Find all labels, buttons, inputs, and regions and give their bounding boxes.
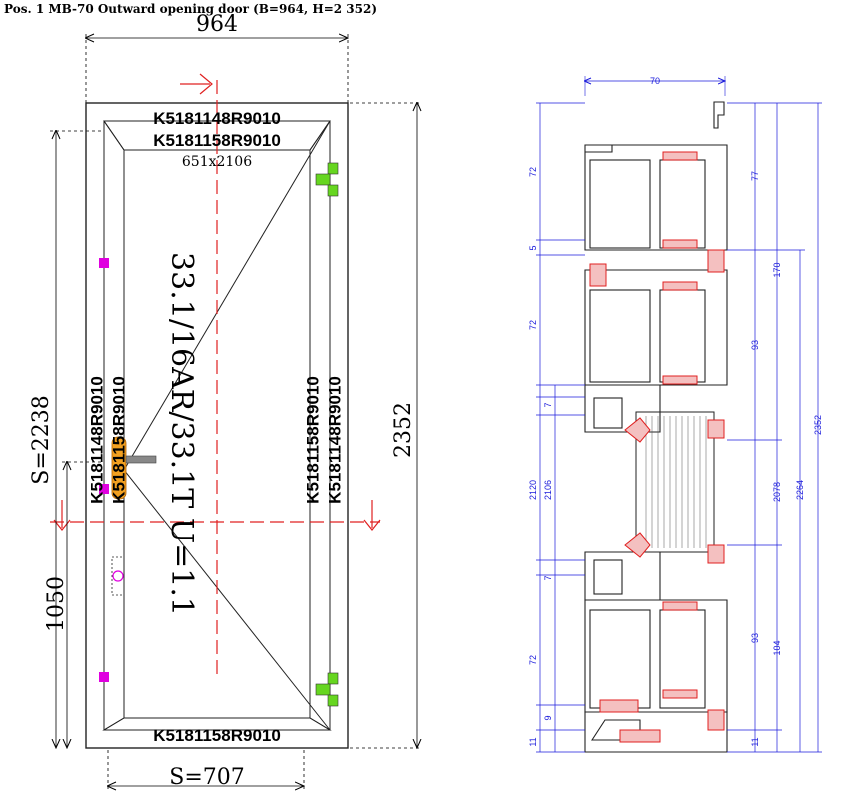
section-dim-right-6: 93	[750, 633, 760, 643]
section-dim-right-2: 93	[750, 340, 760, 350]
section-dim-right-3: 2078	[772, 482, 782, 502]
profile-section: 70	[528, 76, 823, 753]
drawing-title: Pos. 1 MB-70 Outward opening door (B=964…	[4, 2, 377, 16]
section-width-dim-label: 70	[650, 76, 660, 86]
axis-flag-top	[180, 73, 213, 95]
section-dim-right-7: 104	[772, 640, 782, 655]
lock-point-bottom-icon	[99, 672, 109, 682]
sash-width-dim-label: S=707	[169, 765, 245, 790]
lock-point-mid-icon	[99, 484, 109, 494]
lock-point-top-icon	[99, 258, 109, 268]
hinge-top-icon	[315, 162, 339, 197]
sash-bottom-label: K5181158R9010	[153, 726, 281, 745]
section-dim-right-0: 77	[750, 171, 760, 181]
section-dim-left-1: 5	[528, 245, 538, 250]
section-dim-left-0: 72	[528, 167, 538, 177]
section-dim-right-5: 2352	[813, 415, 823, 435]
sash-height-dim-label: S=2238	[29, 395, 54, 485]
frame-right-label: K5181148R9010	[325, 376, 344, 504]
glass-spec-label: 33.1/16AR/33.1T U=1.1	[164, 252, 199, 616]
section-dim-left-7: 72	[528, 655, 538, 665]
door-elevation: 33.1/16AR/33.1T U=1.1 651x2106 K5181148R…	[29, 12, 422, 790]
section-dim-left-3: 7	[543, 402, 553, 407]
handle-icon	[111, 436, 157, 500]
frame-top-label: K5181148R9010	[153, 109, 281, 128]
section-dim-right-4: 2264	[795, 480, 805, 500]
frame-left-label: K5181148R9010	[87, 376, 106, 504]
section-dim-left-5: 2106	[543, 480, 553, 500]
section-dim-left-6: 7	[543, 575, 553, 580]
axis-flag-right	[363, 500, 381, 531]
sash-top-label: K5181158R9010	[153, 131, 281, 150]
section-dim-left-4: 2120	[528, 480, 538, 500]
section-dim-right-1: 170	[772, 262, 782, 277]
section-dim-left-8: 9	[543, 715, 553, 720]
handle-height-dim-label: 1050	[44, 576, 69, 632]
width-dim-label: 964	[196, 12, 238, 37]
section-dim-left-9: 11	[528, 737, 538, 746]
section-dim-right-8: 11	[750, 737, 760, 746]
section-dim-left-2: 72	[528, 320, 538, 330]
sash-left-label: K5181158R9010	[109, 376, 128, 504]
lock-cylinder-icon	[111, 556, 125, 596]
hinge-bottom-icon	[315, 672, 339, 707]
height-dim-label: 2352	[391, 402, 416, 458]
glass-size-label: 651x2106	[182, 154, 252, 170]
sash-right-label: K5181158R9010	[303, 376, 322, 504]
